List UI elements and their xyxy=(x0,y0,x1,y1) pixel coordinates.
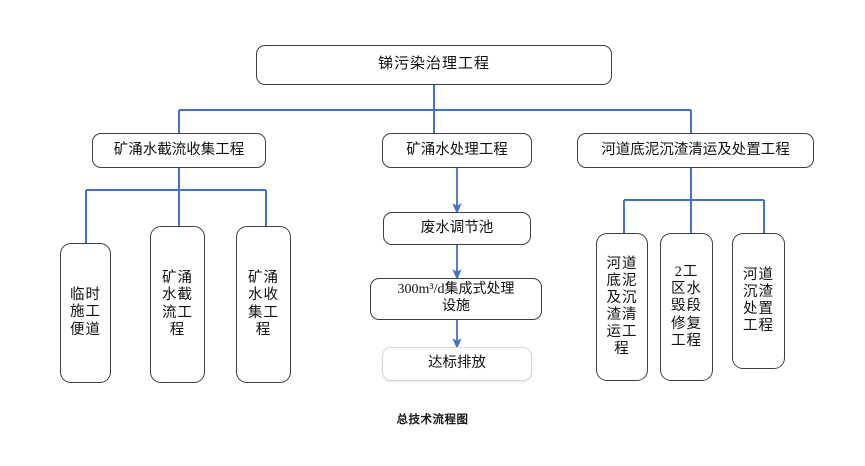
node-temporary-access-road[interactable]: 临时 施工 便道 xyxy=(60,243,111,383)
node-root[interactable]: 锑污染治理工程 xyxy=(256,45,612,85)
node-b2-child-3-label: 达标排放 xyxy=(428,355,486,372)
node-branch-river-sediment[interactable]: 河道底泥沉渣清运及处置工程 xyxy=(577,133,814,168)
node-compliant-discharge[interactable]: 达标排放 xyxy=(382,347,532,381)
node-b2-child-2-label: 300m³/d集成式处理 设施 xyxy=(397,282,515,314)
node-integrated-treatment-facility[interactable]: 300m³/d集成式处理 设施 xyxy=(370,278,542,320)
node-branch-3-label: 河道底泥沉渣清运及处置工程 xyxy=(601,141,790,158)
node-zone2-flood-damage-repair[interactable]: 2工 区水 毁段 修复 工程 xyxy=(660,233,713,381)
node-branch-mine-water-interception[interactable]: 矿涌水截流收集工程 xyxy=(92,133,266,168)
figure-caption: 总技术流程图 xyxy=(396,414,469,426)
node-b1-child-1-label: 临时 施工 便道 xyxy=(70,287,101,338)
node-mine-water-collection-works[interactable]: 矿涌 水收 集工 程 xyxy=(236,226,291,383)
node-river-residue-disposal[interactable]: 河道 沉渣 处置 工程 xyxy=(732,233,785,369)
node-b1-child-3-label: 矿涌 水收 集工 程 xyxy=(248,270,279,338)
node-b2-child-1-label: 废水调节池 xyxy=(420,219,494,236)
node-b3-child-2-label: 2工 区水 毁段 修复 工程 xyxy=(671,264,702,349)
node-b3-child-1-label: 河道 底泥 及沉 渣清 运工 程 xyxy=(606,255,638,358)
node-wastewater-regulation-tank[interactable]: 废水调节池 xyxy=(383,212,531,245)
node-branch-1-label: 矿涌水截流收集工程 xyxy=(113,141,245,158)
node-b1-child-2-label: 矿涌 水截 流工 程 xyxy=(162,270,193,338)
node-branch-mine-water-treatment[interactable]: 矿涌水处理工程 xyxy=(382,133,532,168)
node-branch-2-label: 矿涌水处理工程 xyxy=(406,141,508,158)
node-b3-child-3-label: 河道 沉渣 处置 工程 xyxy=(743,266,774,335)
node-root-label: 锑污染治理工程 xyxy=(377,56,490,73)
node-sediment-removal-works[interactable]: 河道 底泥 及沉 渣清 运工 程 xyxy=(596,233,648,381)
node-mine-water-interception-works[interactable]: 矿涌 水截 流工 程 xyxy=(150,226,205,383)
